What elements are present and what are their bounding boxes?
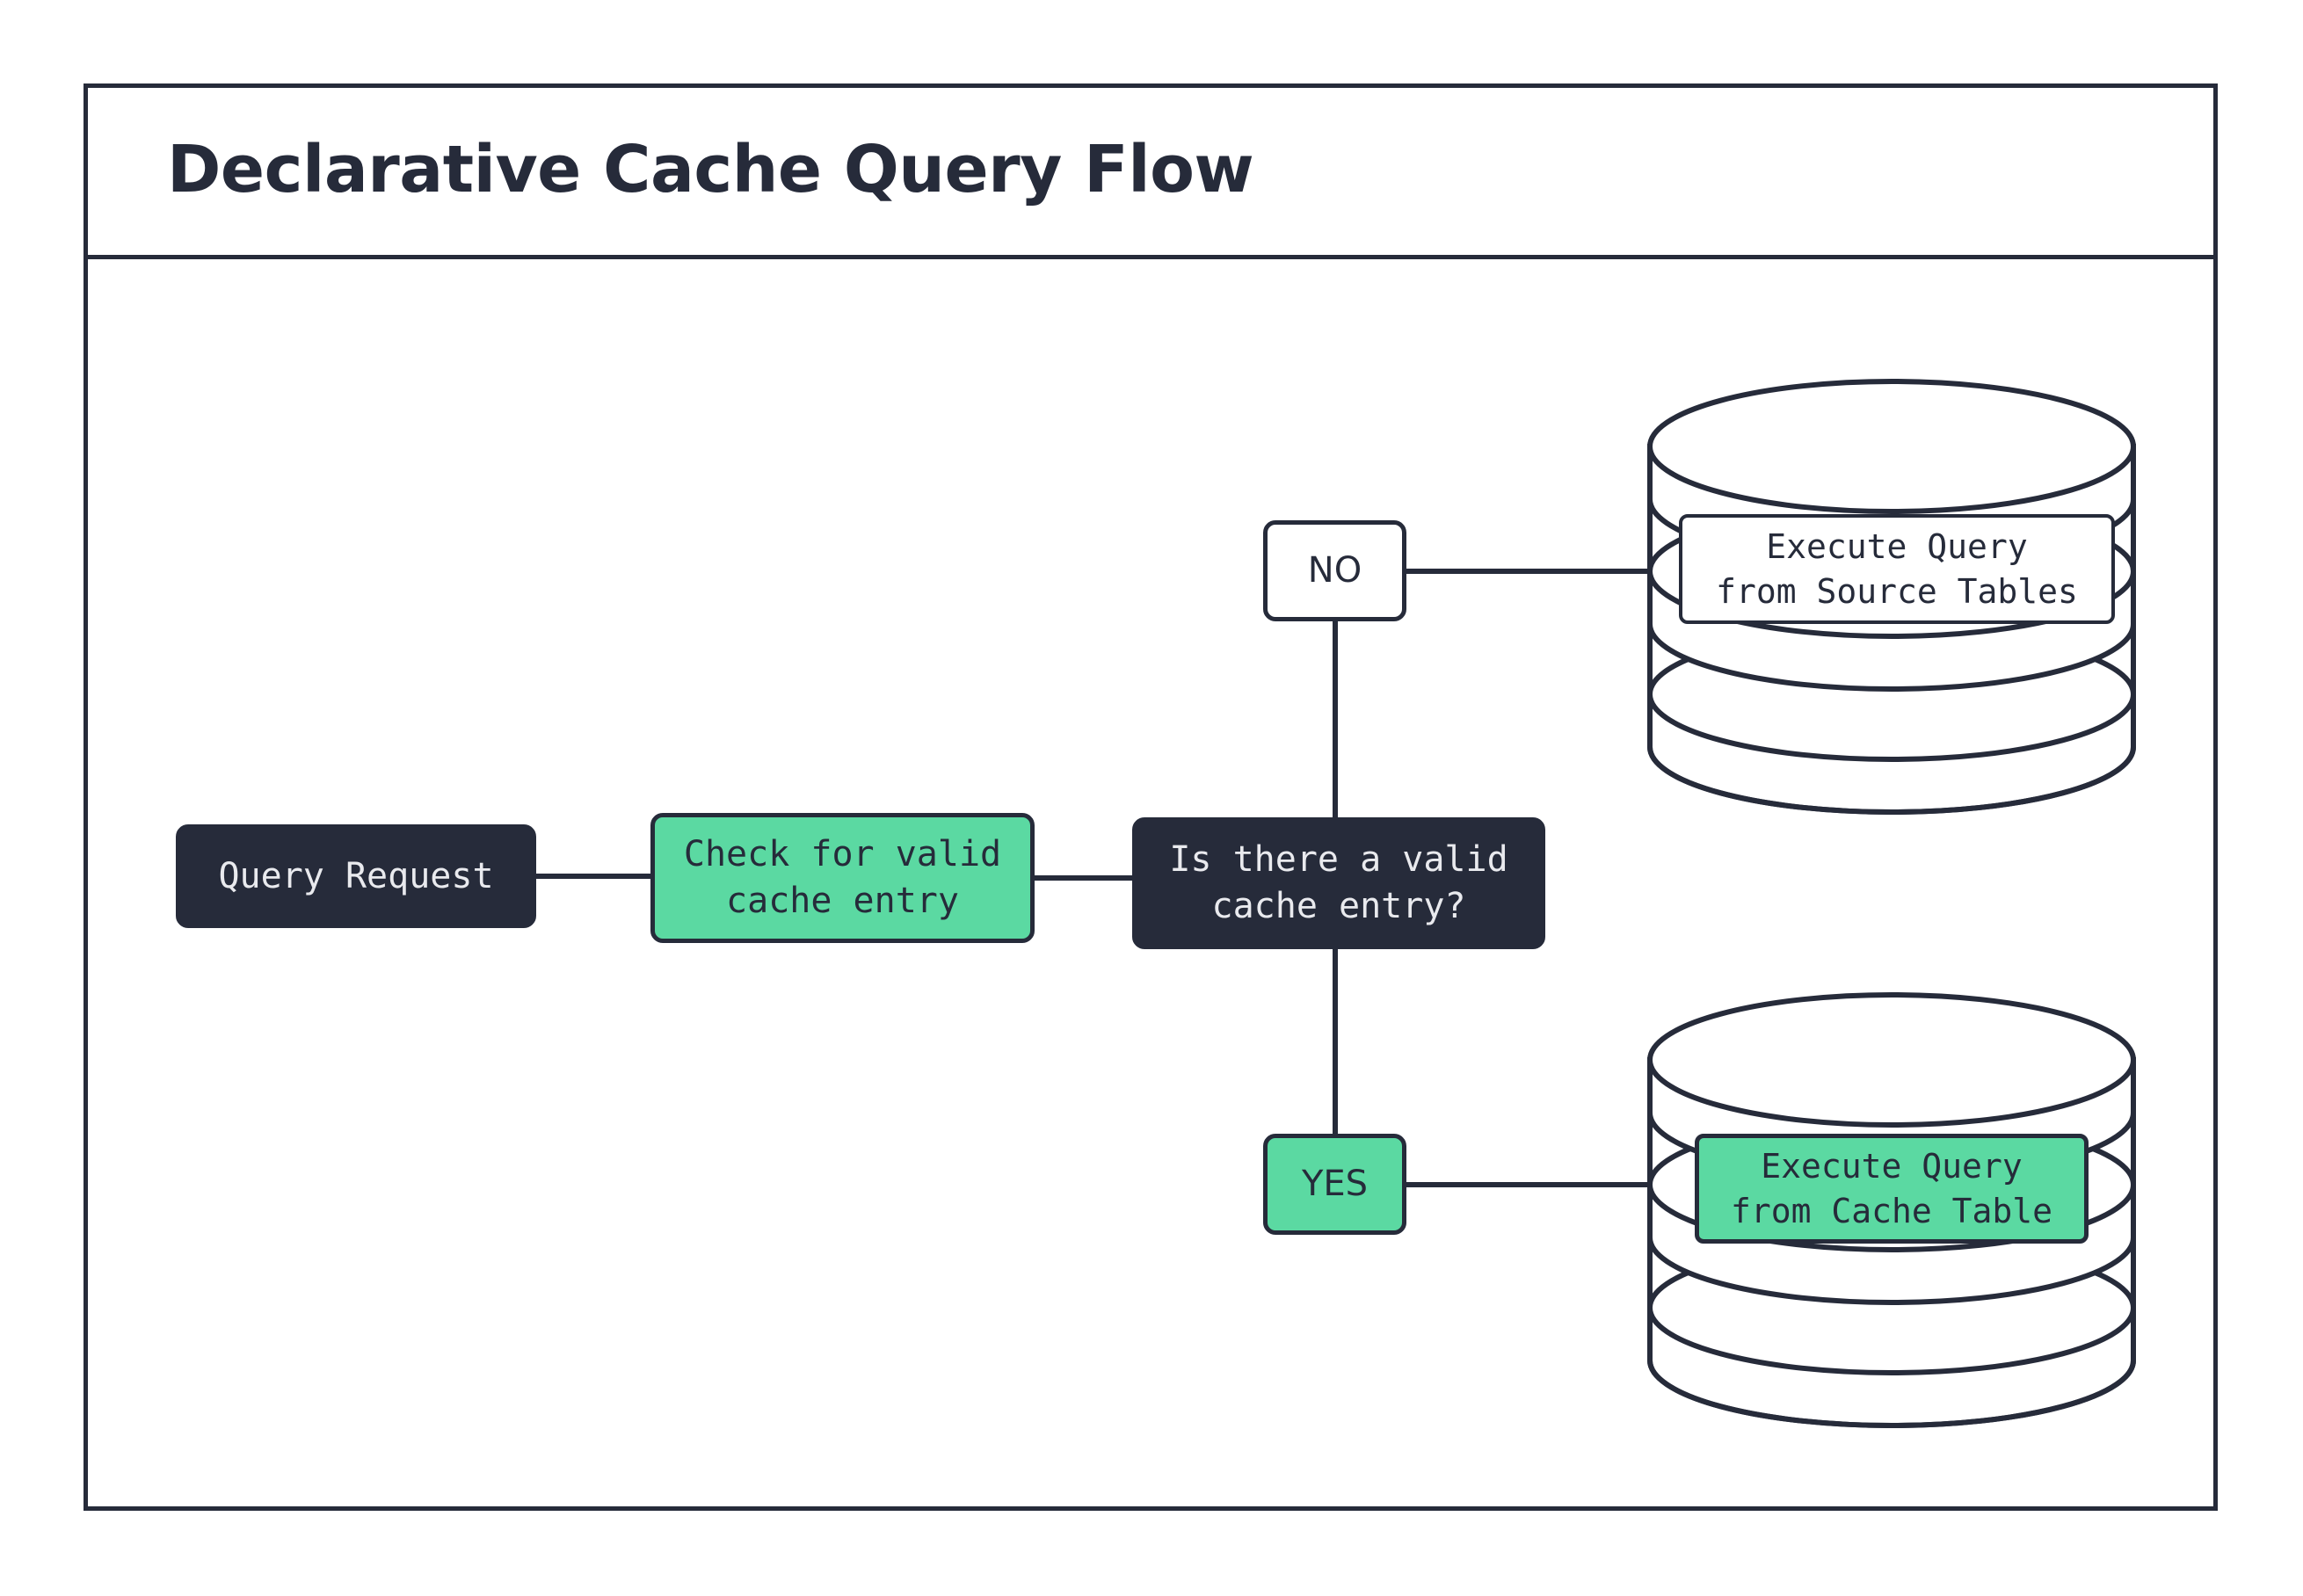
edge-label-no[interactable]: NO (1263, 520, 1406, 621)
diagram-title-bar: Declarative Cache Query Flow (84, 83, 2218, 259)
node-check-for-valid-cache-entry[interactable]: Check for valid cache entry (650, 813, 1035, 943)
node-query-request[interactable]: Query Request (176, 824, 536, 928)
node-execute-query-from-source-tables[interactable]: Execute Query from Source Tables (1679, 514, 2115, 624)
edge-label-yes[interactable]: YES (1263, 1134, 1406, 1235)
page-title: Declarative Cache Query Flow (167, 131, 1254, 207)
diagram-frame (84, 83, 2218, 1511)
node-execute-query-from-cache-table[interactable]: Execute Query from Cache Table (1695, 1134, 2089, 1244)
node-decision-is-there-valid-cache-entry[interactable]: Is there a valid cache entry? (1132, 817, 1545, 949)
